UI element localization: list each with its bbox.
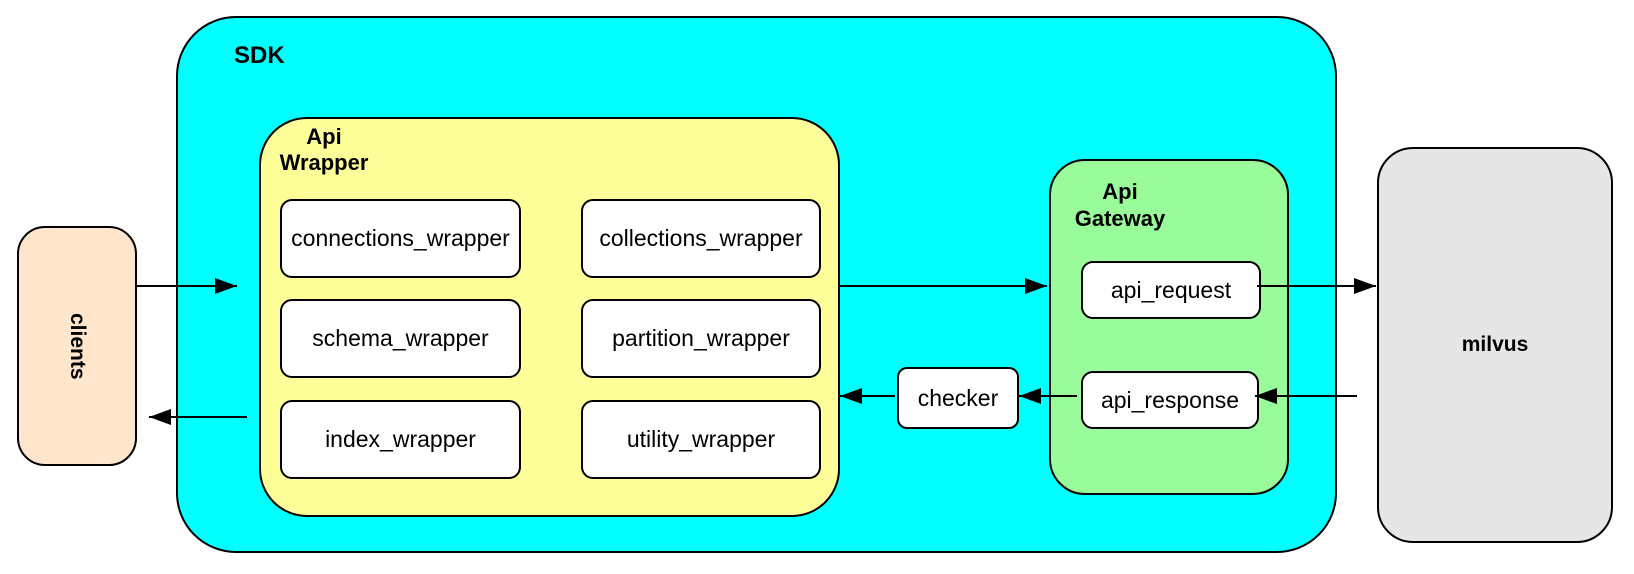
collections-wrapper-node: collections_wrapper — [581, 199, 821, 278]
api-wrapper-label-line1: Api — [306, 124, 342, 149]
connections-wrapper-node: connections_wrapper — [280, 199, 521, 278]
api-response-node: api_response — [1081, 371, 1259, 429]
sdk-container: SDK Api Wrapper connections_wrapper coll… — [176, 16, 1337, 553]
checker-node: checker — [897, 367, 1019, 429]
api-gateway-container: Api Gateway api_request api_response — [1049, 159, 1289, 495]
api-request-node: api_request — [1081, 261, 1261, 319]
partition-wrapper-node: partition_wrapper — [581, 299, 821, 378]
index-wrapper-node: index_wrapper — [280, 400, 521, 479]
clients-node: clients — [17, 226, 137, 466]
milvus-node: milvus — [1377, 147, 1613, 543]
api-gateway-label-line1: Api — [1102, 179, 1138, 204]
utility-wrapper-node: utility_wrapper — [581, 400, 821, 479]
clients-label: clients — [66, 312, 89, 380]
sdk-label: SDK — [234, 42, 285, 69]
api-gateway-label-line2: Gateway — [1074, 206, 1166, 231]
api-wrapper-container: Api Wrapper connections_wrapper collecti… — [259, 117, 840, 517]
api-wrapper-label-line2: Wrapper — [279, 150, 369, 175]
api-gateway-label: Api Gateway — [1055, 178, 1185, 232]
api-wrapper-label: Api Wrapper — [261, 124, 387, 176]
schema-wrapper-node: schema_wrapper — [280, 299, 521, 378]
milvus-label: milvus — [1461, 333, 1529, 356]
